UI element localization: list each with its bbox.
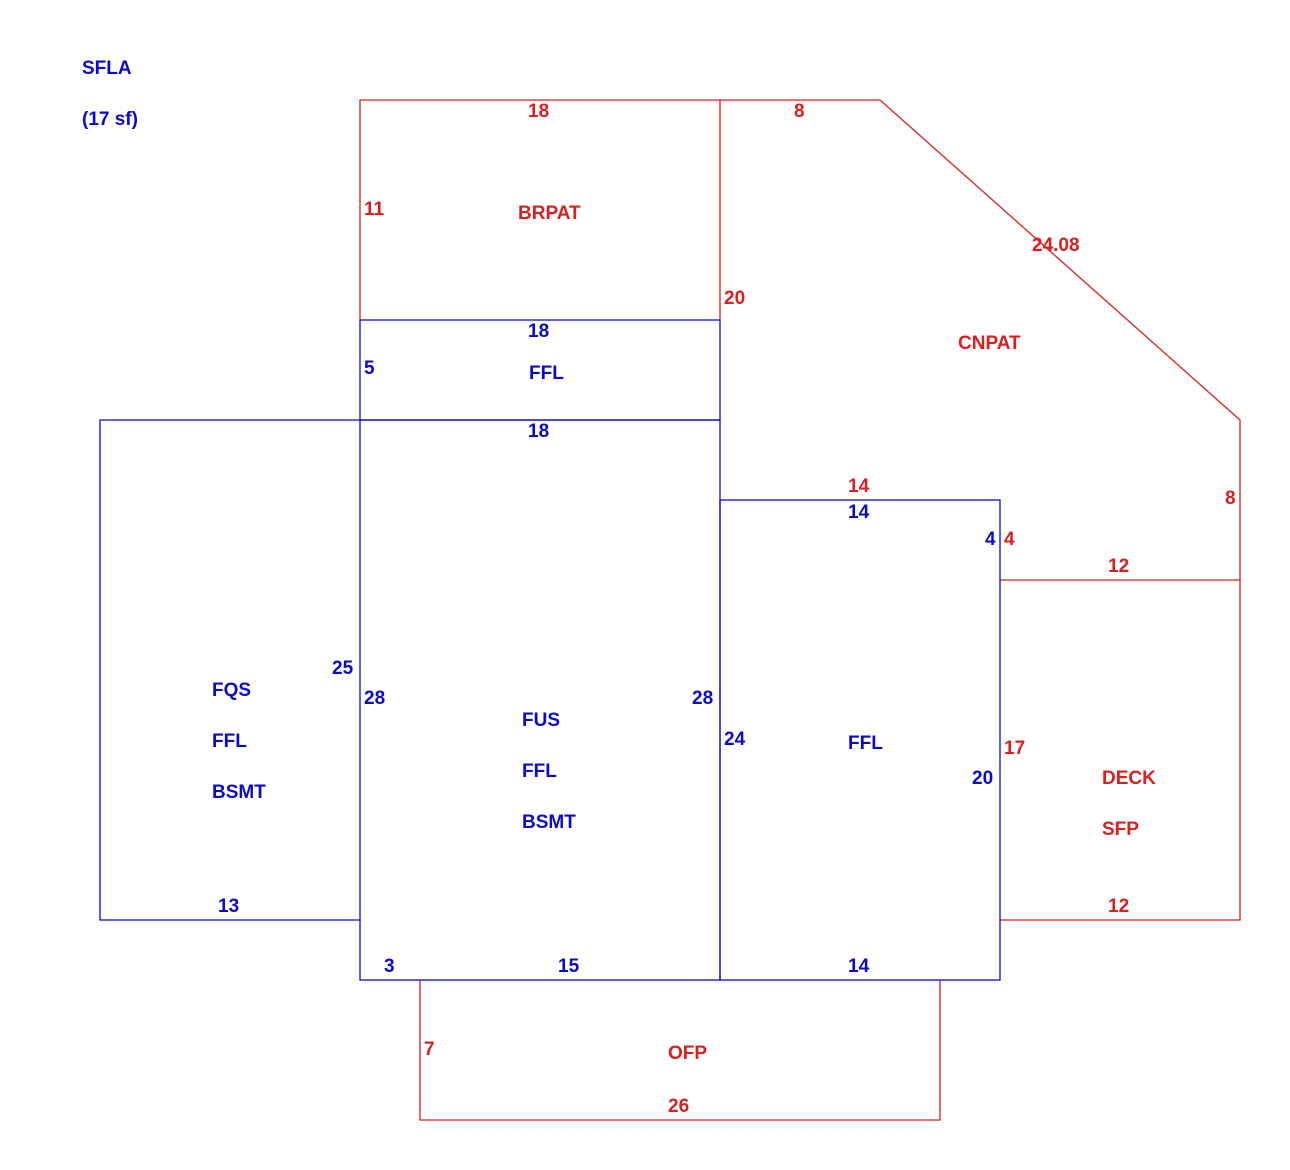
deck-label: DECK SFP xyxy=(1102,736,1156,872)
ofp-outline xyxy=(419,980,941,1121)
fqs-outline xyxy=(99,419,360,921)
ffl-right-label: FFL xyxy=(848,733,883,754)
dim-deck-top: 12 xyxy=(1108,556,1130,577)
dim-cnpat-diag: 24.08 xyxy=(1032,235,1080,256)
fqs-label-line: FQS xyxy=(212,680,252,701)
fus-label-line: BSMT xyxy=(522,812,576,833)
dim-cnpat-inner: 4 xyxy=(1004,529,1015,550)
deck-label-line: SFP xyxy=(1102,819,1139,840)
ofp-label: OFP xyxy=(668,1043,708,1064)
dim-ffl-right-bottom: 14 xyxy=(848,956,870,977)
dim-ofp-bottom: 26 xyxy=(668,1096,690,1117)
dim-fqs-bottom: 13 xyxy=(218,896,240,917)
dim-deck-bottom: 12 xyxy=(1108,896,1130,917)
sfla-title: SFLA xyxy=(82,58,132,79)
ffl-top-label: FFL xyxy=(529,363,564,384)
ffl-right-outline xyxy=(719,499,1001,981)
dim-deck-left: 17 xyxy=(1004,738,1026,759)
dim-fus-left: 28 xyxy=(364,688,386,709)
cnpat-label: CNPAT xyxy=(958,333,1021,354)
sfla-subtitle: (17 sf) xyxy=(82,109,138,130)
dim-cnpat-right: 8 xyxy=(1225,488,1236,509)
brpat-label: BRPAT xyxy=(518,203,581,224)
dim-cnpat-top: 8 xyxy=(794,101,805,122)
dim-ffl-right-top: 14 xyxy=(848,502,870,523)
dim-fus-bottom: 15 xyxy=(558,956,580,977)
brpat-outline xyxy=(359,99,721,320)
dim-fus-top: 18 xyxy=(528,421,550,442)
dim-fus-bottom-left: 3 xyxy=(384,956,395,977)
dim-ffl-right-left: 24 xyxy=(724,729,746,750)
dim-ffl-right-inner: 4 xyxy=(985,529,996,550)
deck-label-line: DECK xyxy=(1102,768,1156,789)
fqs-label-line: BSMT xyxy=(212,782,266,803)
dim-cnpat-left: 20 xyxy=(724,288,746,309)
fqs-label-line: FFL xyxy=(212,731,247,752)
dim-brpat-top: 18 xyxy=(528,101,550,122)
sfla-header: SFLA (17 sf) xyxy=(82,26,138,162)
dim-ffl-top-left: 5 xyxy=(364,358,375,379)
dim-fqs-right: 25 xyxy=(332,658,354,679)
fqs-label: FQS FFL BSMT xyxy=(212,648,266,835)
cnpat-outline xyxy=(720,99,1241,921)
fus-label-line: FFL xyxy=(522,761,557,782)
fus-label-line: FUS xyxy=(522,710,560,731)
dim-brpat-left: 11 xyxy=(364,199,385,220)
dim-ffl-top-top: 18 xyxy=(528,321,550,342)
dim-ffl-right-right: 20 xyxy=(972,768,994,789)
dim-fus-right: 28 xyxy=(692,688,714,709)
dim-ofp-left: 7 xyxy=(424,1039,435,1060)
dim-cnpat-bottom: 14 xyxy=(848,476,870,497)
fus-label: FUS FFL BSMT xyxy=(522,678,576,865)
